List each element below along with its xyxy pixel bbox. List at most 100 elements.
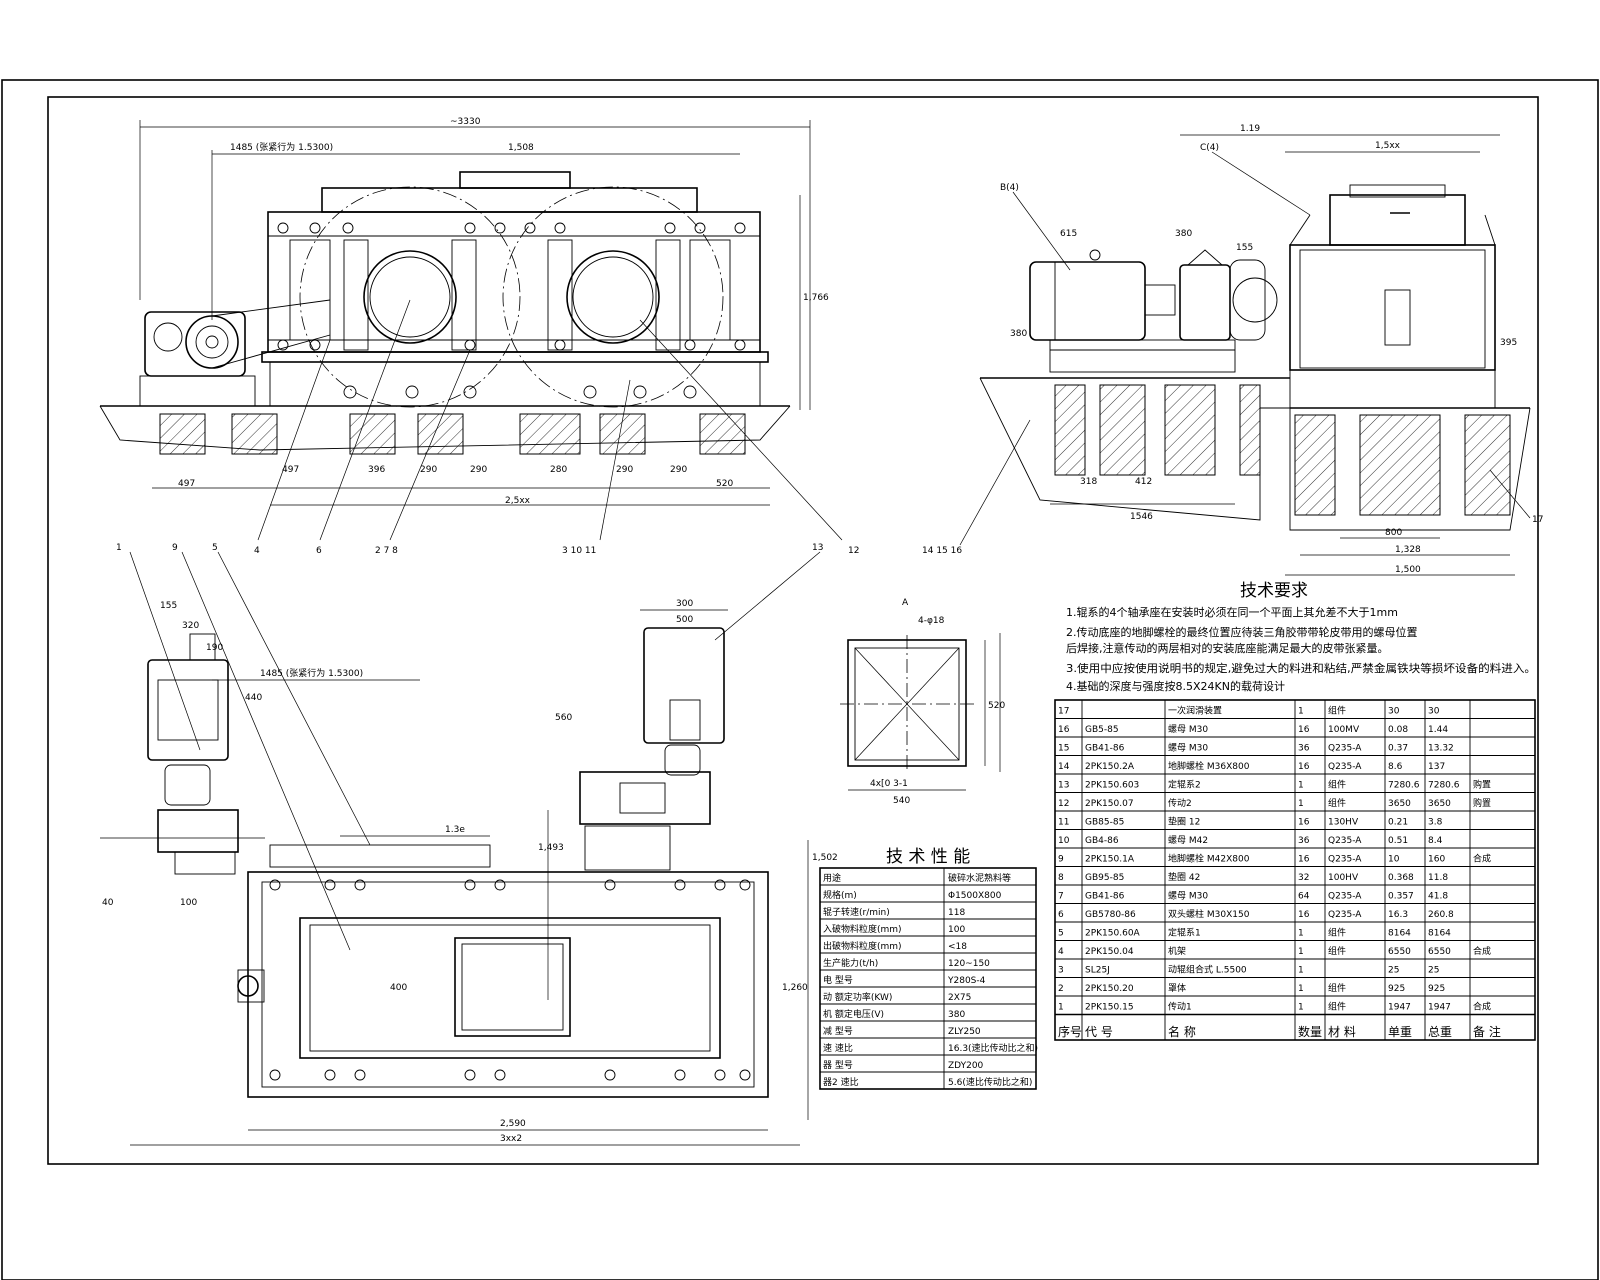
parts-row: 6 GB5780-86 双头螺柱 M30X150 16 Q235-A 16.3 260.8 — [1058, 908, 1454, 920]
dim-497b: 497 — [282, 465, 299, 475]
dim-395: 395 — [1500, 338, 1517, 348]
perf-key: 规格(m) — [823, 889, 857, 901]
parts-cell-note: 购置 — [1473, 779, 1491, 791]
parts-cell-no: 7 — [1058, 892, 1064, 902]
perf-value: 2X75 — [948, 993, 971, 1003]
parts-cell-no: 6 — [1058, 910, 1064, 920]
parts-header-no: 序号 — [1058, 1024, 1082, 1039]
detail-a: A 4-φ18 4x[0 3-1 540 520 — [840, 598, 1005, 806]
parts-header: 序号代 号名 称数量材 料单重总重备 注 — [1058, 1024, 1501, 1039]
parts-cell-name: 传动1 — [1168, 1001, 1192, 1013]
parts-cell-w1: 0.357 — [1388, 892, 1414, 902]
parts-cell-qty: 16 — [1298, 910, 1310, 920]
perf-value: 16.3(速比传动比之和) — [948, 1042, 1038, 1054]
tech-req-line-1: 1.辊系的4个轴承座在安装时必须在同一个平面上其允差不大于1mm — [1066, 605, 1398, 619]
perf-value: Y280S-4 — [947, 976, 986, 986]
parts-cell-w2: 260.8 — [1428, 910, 1454, 920]
perf-key: 动 额定功率(KW) — [823, 991, 892, 1003]
parts-header-w2: 总重 — [1428, 1025, 1452, 1039]
parts-cell-no: 15 — [1058, 744, 1069, 754]
parts-cell-w2: 8164 — [1428, 929, 1451, 939]
parts-cell-name: 垫圈 42 — [1168, 871, 1200, 883]
dim-b440: 440 — [245, 693, 262, 703]
parts-cell-code: 2PK150.07 — [1085, 799, 1134, 809]
dim-b190: 190 — [206, 643, 223, 653]
dim-b155: 155 — [160, 601, 177, 611]
parts-cell-no: 17 — [1058, 707, 1069, 717]
parts-cell-code: 2PK150.04 — [1085, 947, 1134, 957]
parts-cell-w1: 0.08 — [1388, 725, 1408, 735]
perf-value: 118 — [948, 908, 965, 918]
parts-cell-note: 购置 — [1473, 797, 1491, 809]
dim-280: 280 — [550, 465, 567, 475]
parts-cell-name: 传动2 — [1168, 797, 1192, 809]
parts-cell-w1: 0.21 — [1388, 818, 1408, 828]
parts-cell-name: 地脚螺栓 M36X800 — [1168, 760, 1250, 772]
parts-cell-no: 3 — [1058, 966, 1064, 976]
detail-dim-540: 540 — [893, 796, 910, 806]
perf-key: 电 型号 — [823, 974, 853, 986]
perf-key: 生产能力(t/h) — [823, 957, 878, 969]
parts-cell-name: 定辊系2 — [1168, 779, 1201, 791]
dim-motor-offset: 1485 (张紧行为 1.5300) — [230, 141, 333, 153]
parts-cell-name: 地脚螺栓 M42X800 — [1168, 853, 1250, 865]
parts-cell-code: 2PK150.2A — [1085, 762, 1135, 772]
parts-cell-no: 12 — [1058, 799, 1069, 809]
dim-b1493: 1,493 — [538, 843, 564, 853]
parts-cell-no: 5 — [1058, 929, 1064, 939]
parts-cell-name: 螺母 M30 — [1168, 724, 1208, 735]
parts-cell-w1: 16.3 — [1388, 910, 1408, 920]
callout-17: 17 — [1532, 515, 1543, 525]
parts-cell-mat: 组件 — [1328, 982, 1346, 994]
parts-cell-note: 合成 — [1473, 945, 1491, 957]
perf-value: <18 — [948, 942, 967, 952]
parts-cell-qty: 1 — [1298, 947, 1304, 957]
perf-key: 器2 速比 — [823, 1076, 859, 1088]
dim-1328: 1,328 — [1395, 545, 1421, 555]
parts-cell-mat: 组件 — [1328, 927, 1346, 939]
tech-req-line-4: 3.使用中应按使用说明书的规定,避免过大的料进和粘结,严禁金属铁块等损坏设备的料… — [1066, 661, 1536, 675]
label-b: B(4) — [1000, 183, 1019, 193]
parts-cell-no: 13 — [1058, 781, 1069, 791]
parts-cell-code: GB41-86 — [1085, 744, 1125, 754]
parts-cell-w1: 0.51 — [1388, 836, 1408, 846]
perf-value: 破碎水泥熟料等 — [948, 872, 1011, 884]
dim-side-inner: 1,5xx — [1375, 141, 1401, 151]
parts-cell-code: GB85-85 — [1085, 818, 1124, 828]
dim-b300: 300 — [676, 599, 693, 609]
dim-412: 412 — [1135, 477, 1152, 487]
parts-cell-w1: 30 — [1388, 707, 1400, 717]
parts-cell-qty: 16 — [1298, 762, 1310, 772]
parts-cell-code: 2PK150.60A — [1085, 929, 1141, 939]
tech-req-title: 技术要求 — [1240, 581, 1308, 601]
parts-cell-qty: 32 — [1298, 873, 1309, 883]
tech-req-line-5: 4.基础的深度与强度按8.5X24KN的载荷设计 — [1066, 679, 1285, 693]
parts-cell-qty: 1 — [1298, 984, 1304, 994]
front-view: ~3330 1485 (张紧行为 1.5300) 1,508 — [99, 117, 843, 541]
callout-5: 5 — [212, 543, 218, 553]
tech-requirements: 技术要求 1.辊系的4个轴承座在安装时必须在同一个平面上其允差不大于1mm 2.… — [1066, 581, 1536, 693]
parts-cell-qty: 64 — [1298, 892, 1310, 902]
performance-table: 技 术 性 能 用途破碎水泥熟料等规格(m)Φ1500X800辊子转速(r/mi… — [819, 847, 1038, 1090]
dim-b1502: 1,502 — [812, 853, 838, 863]
parts-cell-name: 双头螺柱 M30X150 — [1168, 908, 1250, 920]
parts-cell-no: 14 — [1058, 762, 1070, 772]
parts-cell-no: 8 — [1058, 873, 1064, 883]
inner-frame — [47, 96, 1539, 1165]
parts-cell-name: 螺母 M30 — [1168, 891, 1208, 902]
plan-view: 155 320 100 40 300 500 — [100, 551, 838, 1146]
parts-cell-code: 2PK150.15 — [1085, 1003, 1134, 1013]
parts-cell-w2: 6550 — [1428, 947, 1451, 957]
parts-cell-name: 一次润滑装置 — [1168, 705, 1222, 717]
parts-cell-w2: 137 — [1428, 762, 1445, 772]
parts-cell-code: GB5780-86 — [1085, 910, 1136, 920]
parts-cell-mat: Q235-A — [1328, 910, 1362, 920]
